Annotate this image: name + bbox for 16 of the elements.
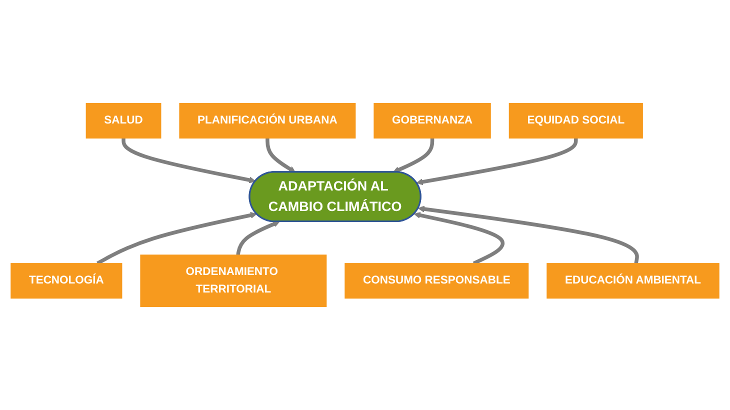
arrow: [122, 138, 256, 184]
node-box: TECNOLOGÍA: [10, 263, 122, 299]
arrow: [266, 138, 296, 173]
node-box: GOBERNANZA: [374, 102, 491, 139]
node-box: PLANIFICACIÓN URBANA: [179, 102, 356, 139]
node-box: CONSUMO RESPONSABLE: [344, 263, 529, 299]
arrow: [418, 206, 639, 264]
node-box: SALUD: [86, 102, 162, 139]
arrow: [96, 212, 257, 266]
arrow: [414, 212, 504, 266]
arrow: [392, 138, 434, 173]
node-box: EDUCACIÓN AMBIENTAL: [546, 263, 720, 299]
arrow: [416, 138, 578, 186]
node-box: ORDENAMIENTO TERRITORIAL: [140, 254, 327, 308]
node-box: EQUIDAD SOCIAL: [508, 102, 643, 139]
arrow: [236, 220, 280, 256]
